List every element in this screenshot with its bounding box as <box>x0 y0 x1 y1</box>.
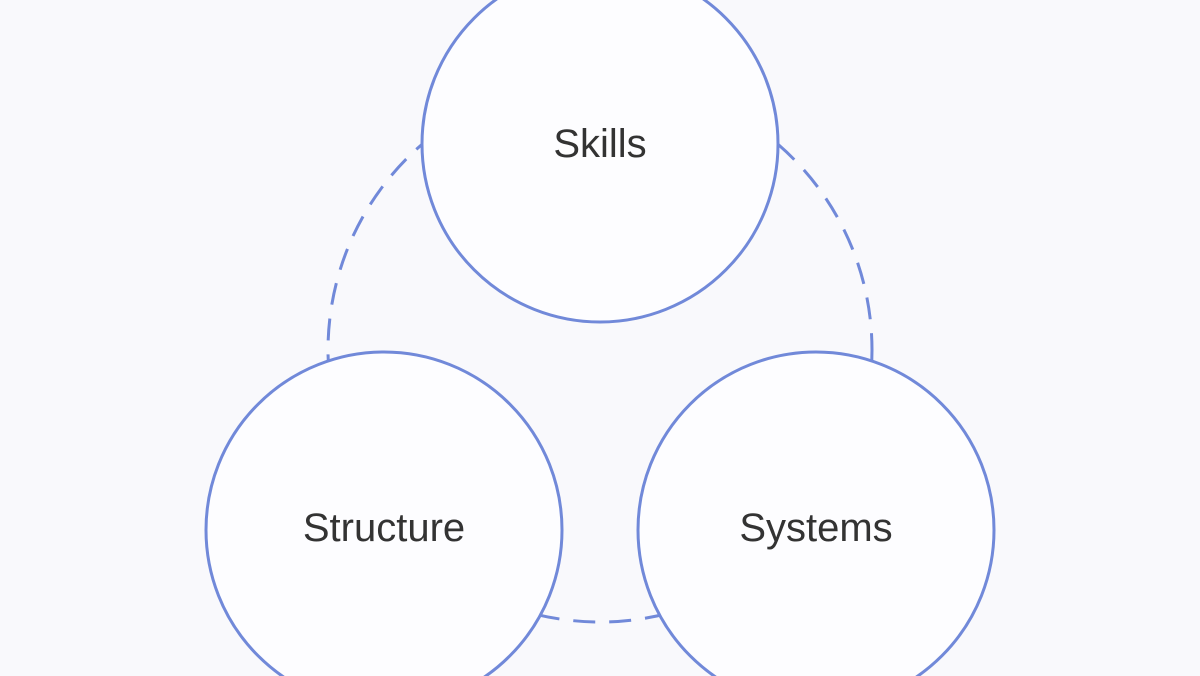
node-structure: Structure <box>204 350 564 676</box>
node-structure-label: Structure <box>303 506 465 550</box>
node-systems: Systems <box>636 350 996 676</box>
node-skills: Skills <box>420 0 780 324</box>
node-skills-label: Skills <box>553 122 646 166</box>
node-structure-circle <box>204 350 564 676</box>
node-systems-label: Systems <box>739 506 892 550</box>
node-systems-circle <box>636 350 996 676</box>
node-skills-circle <box>420 0 780 324</box>
